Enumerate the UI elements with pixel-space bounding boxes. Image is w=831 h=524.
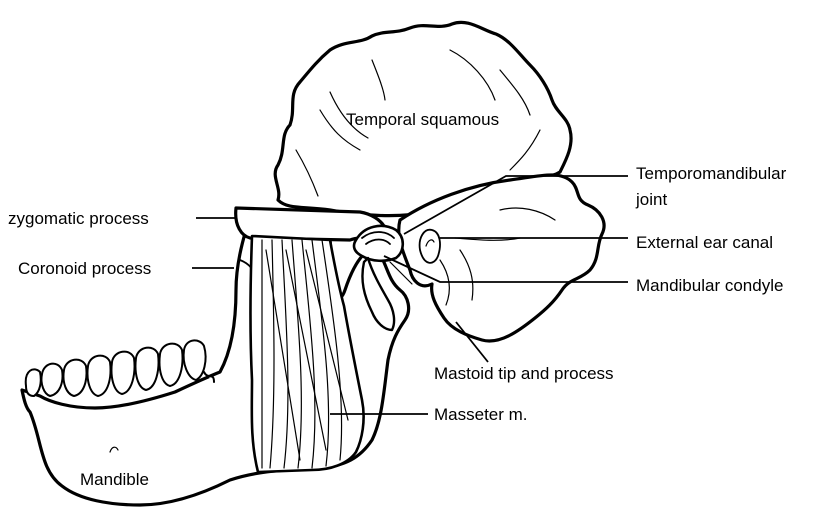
label-mastoid-tip: Mastoid tip and process: [434, 364, 614, 384]
label-zygomatic-process: zygomatic process: [8, 209, 149, 229]
label-tmj-line1: Temporomandibular: [636, 164, 786, 184]
label-temporal-squamous: Temporal squamous: [346, 110, 499, 130]
label-coronoid-process: Coronoid process: [18, 259, 151, 279]
label-mandibular-condyle: Mandibular condyle: [636, 276, 783, 296]
label-masseter: Masseter m.: [434, 405, 528, 425]
label-mandible: Mandible: [80, 470, 149, 490]
label-external-ear-canal: External ear canal: [636, 233, 773, 253]
label-tmj-line2: joint: [636, 190, 667, 210]
